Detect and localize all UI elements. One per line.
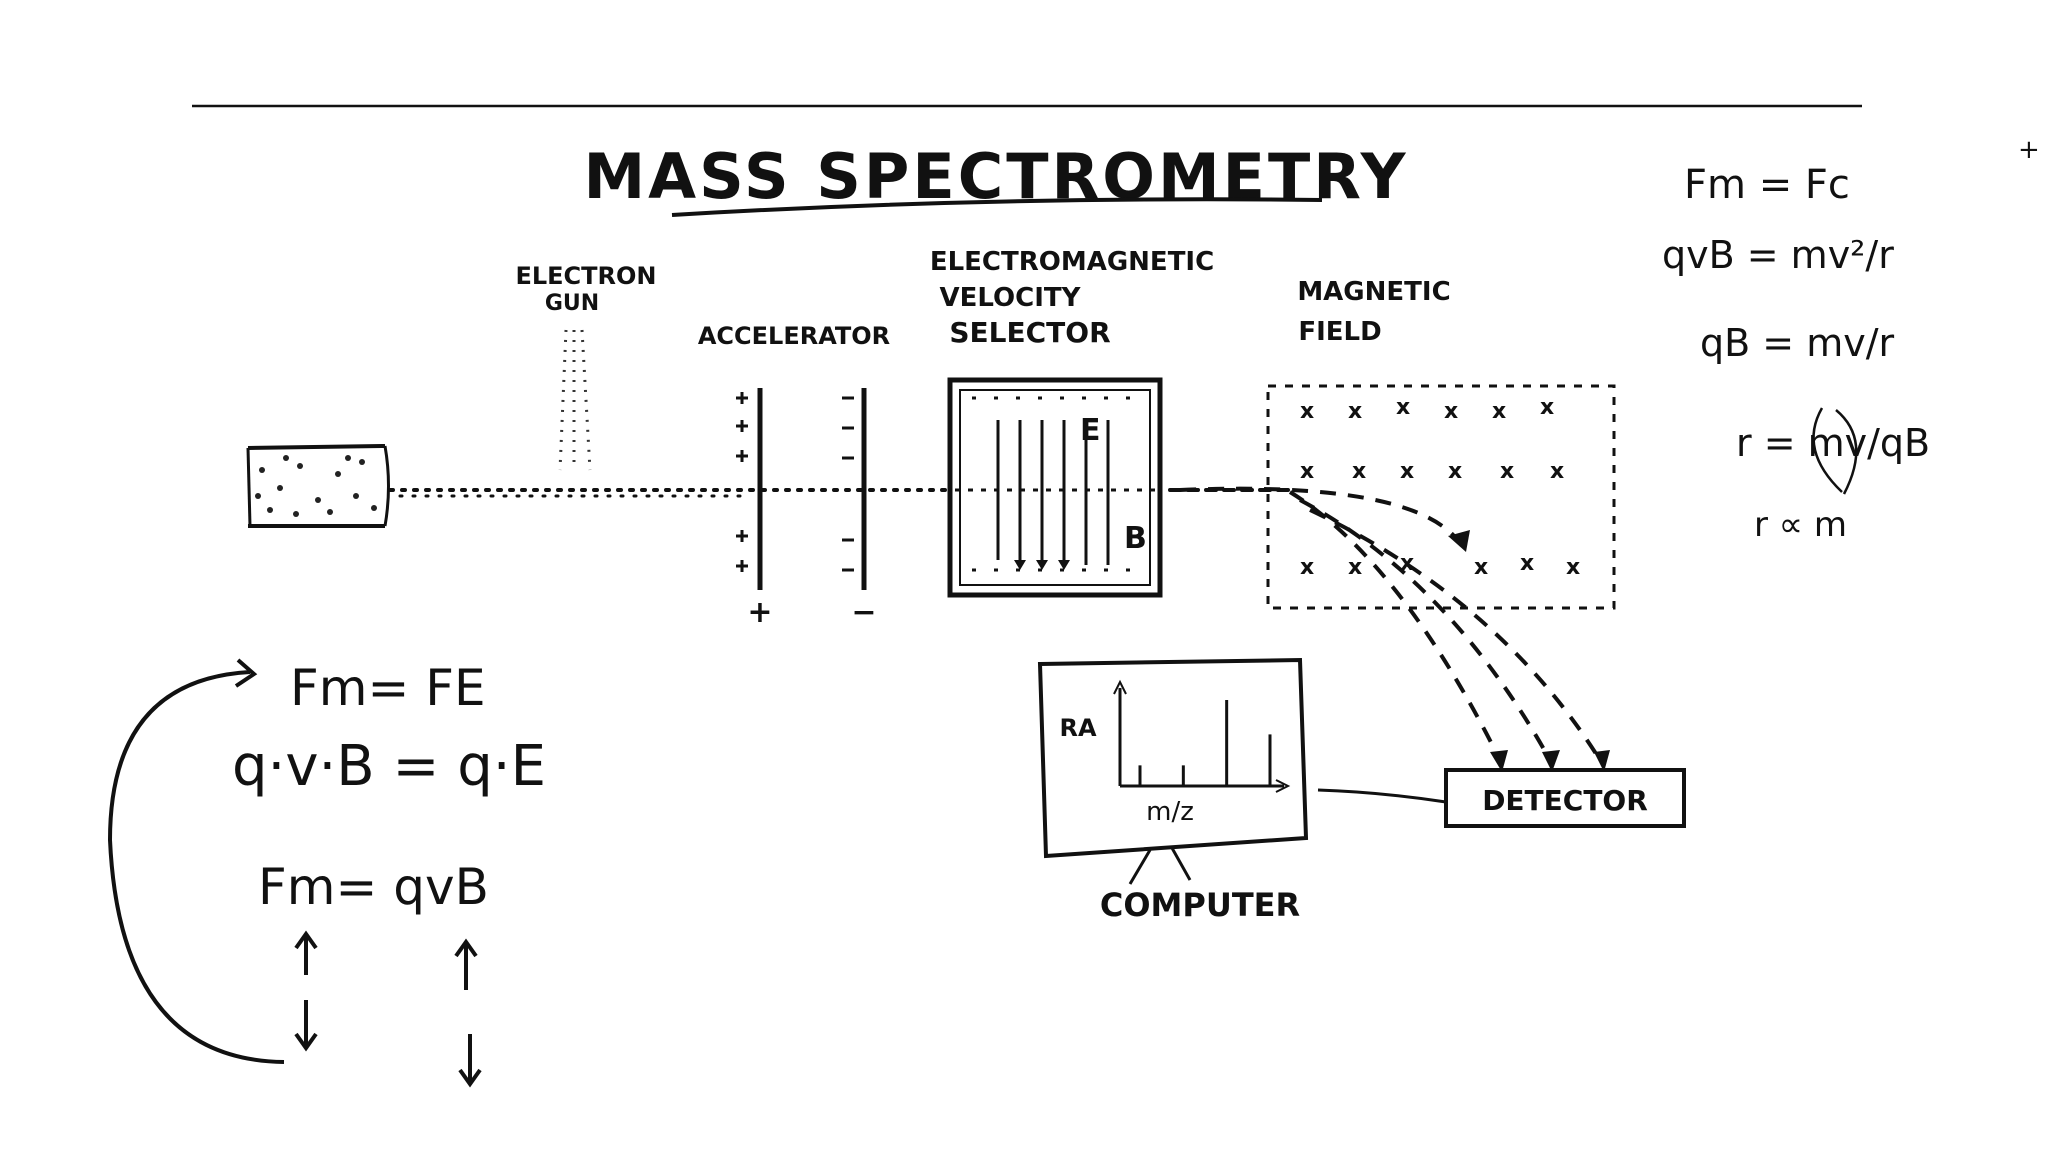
- svg-text:x: x: [1300, 459, 1314, 484]
- svg-text:x: x: [1300, 555, 1314, 580]
- velocity-selector-label-line2: VELOCITY: [940, 283, 1082, 313]
- magnetic-field-label-line2: FIELD: [1298, 317, 1381, 347]
- right-equation-circle-mark: [1812, 407, 1858, 495]
- equation-right-4: r = mv/qB: [1736, 421, 1930, 465]
- accelerator-plates: [736, 388, 867, 590]
- equation-right-3: qB = mv/r: [1700, 321, 1894, 365]
- corner-plus-mark: +: [2018, 135, 2040, 165]
- graph-y-axis-label: RA: [1059, 714, 1096, 742]
- velocity-selector-label-line1: ELECTROMAGNETIC: [930, 247, 1214, 277]
- detector-label: DETECTOR: [1482, 784, 1648, 817]
- svg-text:x: x: [1550, 459, 1564, 484]
- velocity-selector-box: E B: [947, 377, 1163, 598]
- detector-box: DETECTOR: [1444, 768, 1686, 828]
- detector-computer-cable: [1317, 788, 1447, 804]
- svg-text:x: x: [1520, 551, 1534, 576]
- graph-x-axis-label: m/z: [1146, 797, 1194, 827]
- equation-right-1: Fm = Fc: [1684, 162, 1850, 208]
- svg-text:x: x: [1396, 395, 1410, 420]
- computer-label: COMPUTER: [1100, 886, 1300, 924]
- svg-text:B: B: [1124, 521, 1147, 556]
- magnetic-field-label-line1: MAGNETIC: [1297, 277, 1450, 307]
- accelerator-positive-terminal: +: [747, 595, 772, 630]
- accelerator-label: ACCELERATOR: [698, 322, 890, 350]
- electron-gun-stream: [558, 329, 592, 471]
- electron-gun-label-line2: GUN: [545, 291, 599, 316]
- svg-text:x: x: [1474, 555, 1488, 580]
- velocity-selector-label-line3: SELECTOR: [949, 316, 1110, 349]
- svg-text:x: x: [1348, 399, 1362, 424]
- svg-text:x: x: [1492, 399, 1506, 424]
- equation-left-2: q·v·B = q·E: [232, 734, 546, 799]
- svg-text:x: x: [1540, 395, 1554, 420]
- equation-left-1: Fm= FE: [290, 659, 486, 717]
- svg-text:x: x: [1348, 555, 1362, 580]
- computer-monitor: [1037, 657, 1309, 885]
- svg-text:x: x: [1300, 399, 1314, 424]
- svg-text:x: x: [1400, 459, 1414, 484]
- electron-gun-label-line1: ELECTRON: [515, 262, 656, 290]
- svg-text:x: x: [1444, 399, 1458, 424]
- equation-left-3: Fm= qvB: [258, 858, 489, 916]
- svg-text:x: x: [1566, 555, 1580, 580]
- equation-right-5: r ∝ m: [1754, 505, 1847, 545]
- equation-right-2: qvB = mv²/r: [1662, 233, 1894, 277]
- ion-source: [246, 444, 390, 528]
- left-equation-arrows: [107, 658, 482, 1088]
- svg-text:x: x: [1448, 459, 1462, 484]
- trajectory-arrowheads: [1448, 530, 1610, 772]
- svg-text:E: E: [1080, 413, 1101, 448]
- spectrum-graph: [1113, 679, 1291, 793]
- title-underline: [671, 197, 1323, 217]
- accelerator-negative-terminal: −: [851, 595, 876, 630]
- ion-trajectories: [1179, 486, 1602, 762]
- svg-text:x: x: [1352, 459, 1366, 484]
- svg-text:x: x: [1500, 459, 1514, 484]
